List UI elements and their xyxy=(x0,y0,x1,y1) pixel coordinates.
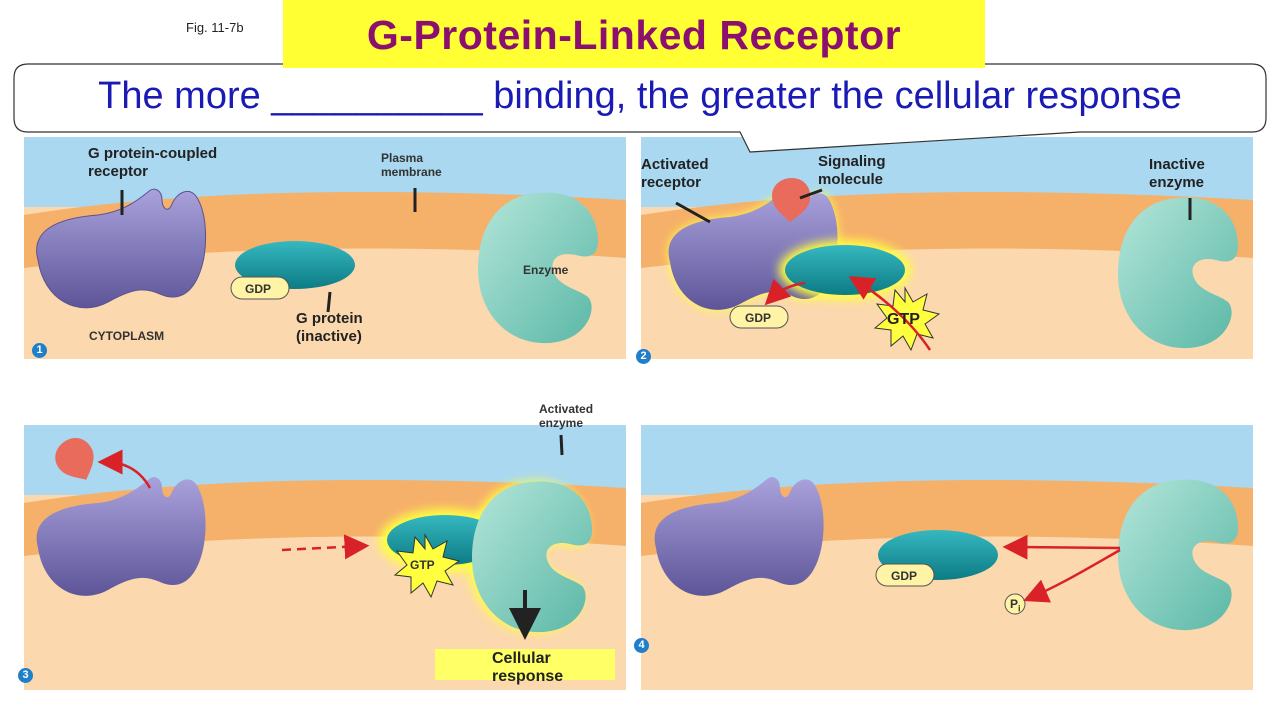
activated-receptor-line2: receptor xyxy=(641,174,702,191)
gtp-label-2: GTP xyxy=(887,311,920,328)
gprotein-label-line2: (inactive) xyxy=(296,328,362,345)
cytoplasm-label: CYTOPLASM xyxy=(89,329,165,343)
arrow-gtp-in xyxy=(848,276,932,351)
membrane-label-line2: membrane xyxy=(381,165,442,179)
leader-line xyxy=(326,291,332,313)
arrow-gprotein-move xyxy=(281,534,370,560)
arrow-gdp-out xyxy=(764,278,806,306)
activated-receptor-label: Activated receptor xyxy=(641,156,709,192)
activated-receptor-line1: Activated xyxy=(641,156,709,173)
figure-label: Fig. 11-7b xyxy=(186,20,244,35)
gdp-label-4: GDP xyxy=(891,569,918,583)
gprotein-label-line1: G protein xyxy=(296,310,363,327)
step-badge-4: 4 xyxy=(634,638,649,653)
leader-line xyxy=(675,201,711,224)
inactive-enzyme-line2: enzyme xyxy=(1149,174,1205,191)
cellular-response-line2: response xyxy=(492,668,564,685)
phosphate-label-sub: i xyxy=(1018,603,1021,614)
arrow-phosphate-release xyxy=(1023,548,1121,603)
gtp-label-3: GTP xyxy=(410,558,435,572)
callout-question: The more __________ binding, the greater… xyxy=(98,75,1182,117)
page-title: G-Protein-Linked Receptor xyxy=(366,12,902,58)
cellular-response-line1: Cellular xyxy=(492,650,551,667)
callout-bubble xyxy=(13,63,1267,153)
cellular-response-label: Cellular response xyxy=(492,650,563,686)
activated-enzyme-line2: enzyme xyxy=(539,416,584,430)
inactive-enzyme-label: Inactive enzyme xyxy=(1149,156,1205,192)
gdp-pill-1 xyxy=(230,276,290,300)
signaling-molecule-label: Signaling molecule xyxy=(818,153,886,189)
title-banner xyxy=(283,0,985,68)
activated-enzyme-line1: Activated xyxy=(539,402,594,416)
activated-enzyme-label: Activated enzyme xyxy=(539,402,593,430)
gdp-pill-4 xyxy=(875,563,935,587)
signaling-molecule-line1: Signaling xyxy=(818,153,886,170)
g-protein-2 xyxy=(785,245,905,295)
step-badge-3: 3 xyxy=(18,668,33,683)
leader-line xyxy=(799,188,823,200)
inactive-enzyme-line1: Inactive xyxy=(1149,156,1205,173)
phosphate-label-main: P xyxy=(1010,597,1019,611)
gdp-label-1: GDP xyxy=(245,282,272,296)
receptor-label-line1: G protein-coupled xyxy=(88,145,218,162)
step-badge-1: 1 xyxy=(32,343,47,358)
step-badge-2: 2 xyxy=(636,349,651,364)
receptor-label: G protein-coupled receptor xyxy=(88,145,217,181)
gdp-label-2: GDP xyxy=(745,311,772,325)
cellular-response-box xyxy=(435,649,615,680)
leader-line xyxy=(559,434,564,456)
signaling-molecule-line2: molecule xyxy=(818,171,884,188)
enzyme-label: Enzyme xyxy=(523,263,569,277)
receptor-label-line2: receptor xyxy=(88,163,149,180)
gprotein-label: G protein (inactive) xyxy=(296,310,363,346)
arrow-release xyxy=(97,449,152,489)
membrane-label-line1: Plasma xyxy=(381,151,424,165)
gdp-pill-2 xyxy=(729,305,789,329)
arrow-gprotein-return xyxy=(1002,534,1121,560)
membrane-label: Plasma membrane xyxy=(381,151,442,179)
phosphate-circle xyxy=(1004,593,1026,615)
phosphate-label: Pi xyxy=(1010,597,1021,615)
